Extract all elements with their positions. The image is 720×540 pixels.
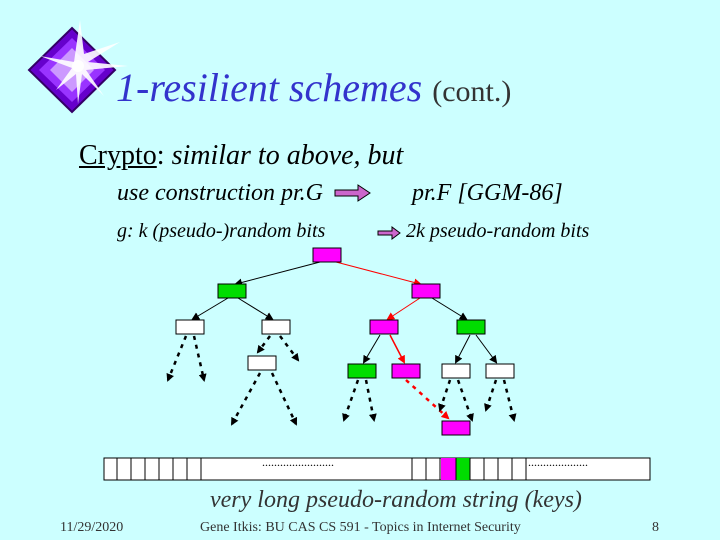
footer-center: Gene Itkis: BU CAS CS 591 - Topics in In… bbox=[200, 520, 521, 535]
node-l1-left bbox=[217, 283, 247, 299]
node-l3-4 bbox=[485, 363, 515, 379]
crypto-label: Crypto bbox=[79, 140, 157, 171]
node-l2-4 bbox=[456, 319, 486, 335]
node-l2-2 bbox=[261, 319, 291, 335]
tree-edges bbox=[191, 261, 498, 364]
construction-left: use construction pr.G bbox=[117, 180, 323, 206]
generator-left: g: k (pseudo-)random bits bbox=[117, 220, 326, 242]
generator-right: 2k pseudo-random bits bbox=[406, 220, 590, 242]
tree-nodes bbox=[175, 247, 515, 436]
node-l3-3 bbox=[441, 363, 471, 379]
title-main: 1-resilient schemes bbox=[116, 65, 423, 110]
string-caption: very long pseudo-random string (keys) bbox=[210, 487, 582, 513]
star-logo-icon bbox=[27, 20, 128, 114]
node-l1-right bbox=[411, 283, 441, 299]
node-leaf bbox=[441, 420, 471, 436]
string-dots-left: ........................ bbox=[262, 455, 334, 469]
generator-arrow-icon bbox=[377, 226, 401, 240]
construction-arrow-icon bbox=[334, 184, 371, 202]
crypto-text: similar to above, but bbox=[171, 140, 404, 171]
construction-right: pr.F [GGM-86] bbox=[412, 180, 563, 206]
node-l3-2 bbox=[391, 363, 421, 379]
title-suffix: (cont.) bbox=[432, 75, 512, 108]
node-l3-1 bbox=[347, 363, 377, 379]
footer-page-number: 8 bbox=[652, 520, 659, 535]
string-dots-right: .................... bbox=[528, 455, 588, 469]
slide-title: 1-resilient schemes (cont.) bbox=[116, 64, 511, 111]
node-l2-1 bbox=[175, 319, 205, 335]
dashed-arrows bbox=[166, 335, 517, 426]
node-l2-3 bbox=[369, 319, 399, 335]
node-root bbox=[312, 247, 342, 263]
pseudo-random-string bbox=[103, 457, 651, 481]
crypto-colon: : bbox=[156, 140, 165, 171]
node-l3-b bbox=[247, 355, 277, 371]
crypto-line: Crypto: similar to above, but bbox=[79, 140, 403, 172]
footer-date: 11/29/2020 bbox=[60, 520, 124, 535]
